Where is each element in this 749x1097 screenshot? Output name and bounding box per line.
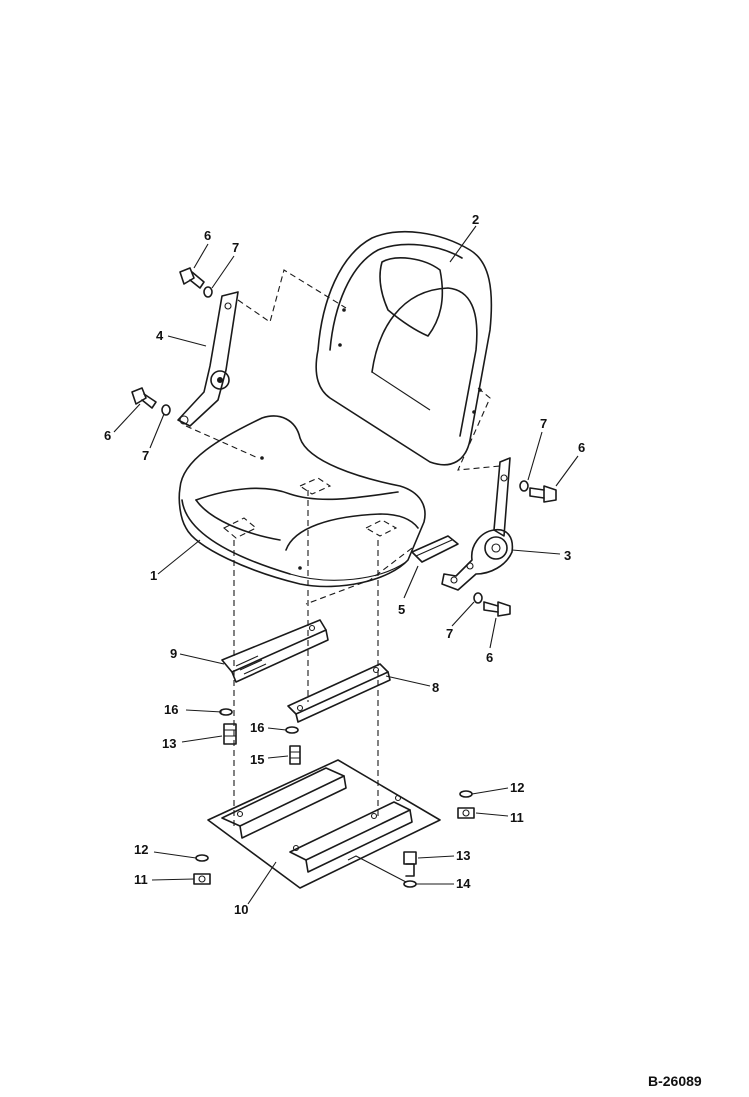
base-plate-10 [207,759,441,889]
callout-15: 15 [250,752,264,767]
leader-lines [113,225,579,905]
callout-2: 2 [472,212,479,227]
callout-12-right: 12 [510,780,524,795]
seat-back [315,230,493,466]
assembly-dash-line [457,387,501,471]
washer-7-upper-left [203,286,213,298]
slide-rail-9 [221,619,329,683]
callout-11-right: 11 [510,810,524,825]
callout-1: 1 [150,568,157,583]
plate-5 [411,535,459,563]
washer-12-right [459,790,473,798]
callout-6-upper-left: 6 [204,228,211,243]
bolt-13-right [403,851,417,877]
callout-16-left: 16 [164,702,178,717]
assembly-dash-line [185,425,259,459]
assembly-dash-line [237,269,347,323]
callout-6-lower-left: 6 [104,428,111,443]
callout-4: 4 [156,328,164,343]
callout-7-lower-left: 7 [142,448,149,463]
callout-6-upper-right: 6 [578,440,585,455]
callout-11-left: 11 [134,872,148,887]
assembly-dash-line [305,547,413,605]
washer-16-center [285,726,299,734]
callout-3: 3 [564,548,571,563]
bolt-13-left [223,723,237,745]
bolt-15 [289,745,301,765]
callout-5: 5 [398,602,405,617]
seat-cushion [178,415,426,588]
washer-7-upper-right [519,480,529,492]
bracket-left [177,291,239,427]
callout-12-left: 12 [134,842,148,857]
bolt-6-lower-right [483,601,511,617]
bracket-right [441,457,514,591]
bolt-6-upper-right [529,485,557,503]
callout-14: 14 [456,876,471,891]
callout-9: 9 [170,646,177,661]
drawing-reference: B-26089 [648,1073,702,1089]
callout-7-upper-left: 7 [232,240,239,255]
callout-8: 8 [432,680,439,695]
nut-11-right [457,807,475,819]
washer-12-left [195,854,209,862]
callout-7-lower-right: 7 [446,626,453,641]
callout-16-center: 16 [250,720,264,735]
callout-13-right: 13 [456,848,470,863]
callout-10: 10 [234,902,248,917]
washer-7-lower-left [161,404,171,416]
nut-11-left [193,873,211,885]
bolt-6-upper-left [179,267,205,289]
slide-rail-8 [287,663,391,723]
washer-14 [403,880,417,888]
callout-13-left: 13 [162,736,176,751]
bolt-6-lower-left [131,387,157,409]
washer-7-lower-right [473,592,483,604]
callout-7-upper-right: 7 [540,416,547,431]
callout-6-lower-right: 6 [486,650,493,665]
